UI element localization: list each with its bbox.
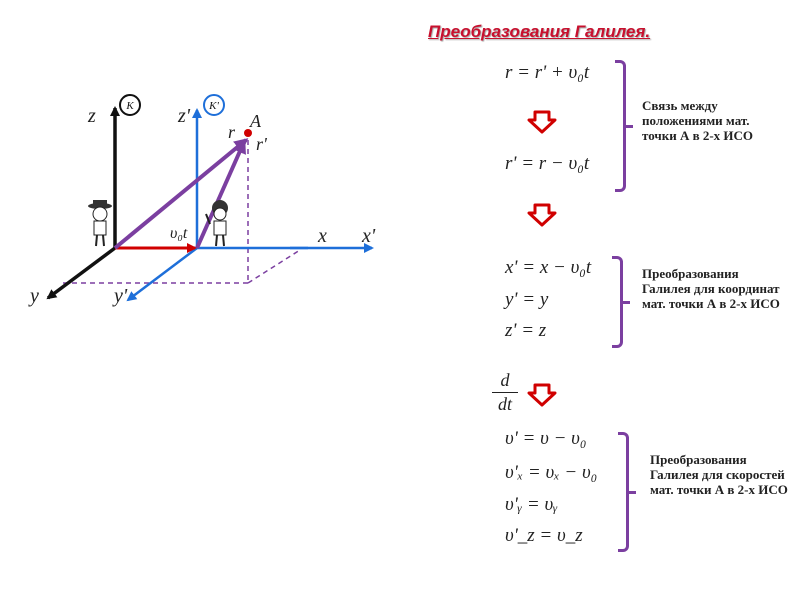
label-K: K	[125, 100, 134, 112]
coordinate-diagram: K K' z z' y y' x x' A r r' υ₀t	[28, 94, 376, 307]
formula-y: y' = y	[505, 289, 549, 310]
formula-r-prime: r' = r − υ₀t	[505, 153, 590, 174]
y-axis	[46, 246, 117, 300]
note-coordinates: Преобразования Галилея для координат мат…	[642, 266, 780, 311]
formula-vx: υ'ₓ = υₓ − υ₀	[505, 462, 598, 483]
projection-lines	[60, 140, 301, 284]
label-K-prime: K'	[208, 100, 219, 112]
point-A	[244, 129, 252, 137]
label-x-prime: x'	[361, 225, 376, 247]
frac-numerator: d	[500, 370, 510, 390]
observer-K-prime-icon	[205, 200, 228, 247]
label-r: r	[228, 122, 236, 142]
formula-v: υ' = υ − υ₀	[505, 428, 587, 449]
down-arrow-2-icon	[527, 203, 557, 227]
label-z: z	[87, 105, 96, 127]
down-arrow-1-icon	[527, 110, 557, 134]
r-prime-vector	[195, 139, 246, 249]
page-title: Преобразования Галилея.	[428, 22, 651, 41]
derivative-fraction: d dt	[492, 370, 518, 415]
note-velocities: Преобразования Галилея для скоростей мат…	[650, 452, 788, 497]
formula-vz: υ'_z = υ_z	[505, 525, 583, 546]
formula-vy: υ'ᵧ = υᵧ	[505, 494, 558, 515]
note-positions: Связь между положениями мат. точки А в 2…	[642, 98, 754, 143]
r-vector	[113, 138, 249, 250]
label-r-prime: r'	[256, 134, 268, 154]
observer-K-icon	[88, 200, 112, 247]
brace-2	[612, 256, 630, 348]
label-A: A	[249, 111, 262, 131]
formula-z: z' = z	[505, 320, 547, 341]
brace-1	[615, 60, 633, 192]
frame-K-prime-circle	[203, 94, 225, 116]
formula-x: x' = x − υ₀t	[505, 257, 592, 278]
label-x: x	[317, 225, 327, 247]
label-y-prime: y'	[112, 285, 128, 307]
y-prime-axis	[126, 247, 198, 302]
formula-r: r = r' + υ₀t	[505, 62, 590, 83]
down-arrow-3-icon	[527, 383, 557, 407]
label-v0t: υ₀t	[170, 225, 188, 242]
frac-denominator: dt	[497, 394, 512, 414]
frame-K-circle	[119, 94, 141, 116]
label-y: y	[28, 285, 39, 307]
label-z-prime: z'	[177, 105, 191, 127]
brace-3	[618, 432, 636, 552]
